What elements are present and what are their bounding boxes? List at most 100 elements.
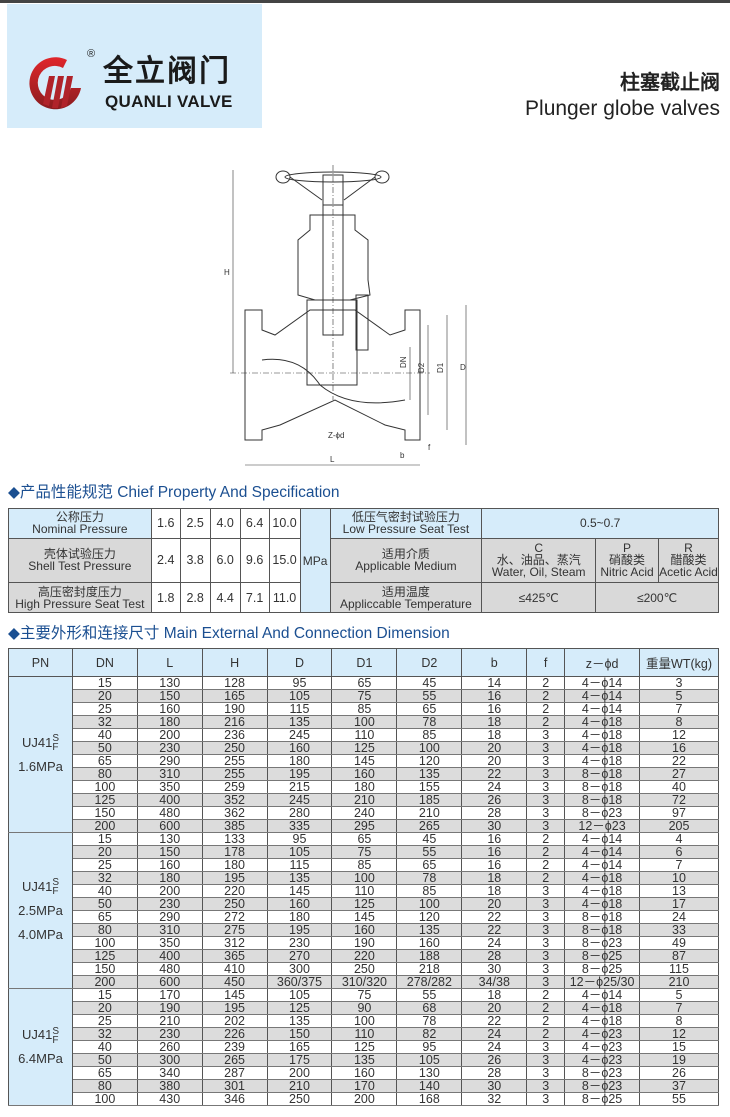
table-cell: 87 <box>639 949 719 963</box>
table-cell: 2 <box>526 715 566 729</box>
table-cell: 278/282 <box>396 975 463 989</box>
table-cell: 4－ϕ18 <box>564 754 641 768</box>
table-cell: 3 <box>526 1066 566 1080</box>
table-cell: 310 <box>136 767 203 781</box>
table-cell: 4－ϕ18 <box>564 1014 641 1028</box>
table-cell: 3 <box>526 819 566 833</box>
table-cell: 195 <box>266 923 333 937</box>
table-cell: 18 <box>461 884 528 898</box>
table-cell: 2 <box>526 676 566 690</box>
column-header: D <box>266 648 333 677</box>
table-cell: 4－ϕ14 <box>564 676 641 690</box>
table-cell: 3 <box>526 936 566 950</box>
table-cell: 2 <box>526 988 566 1002</box>
diamond-icon: ◆ <box>8 484 20 501</box>
registered-mark: ® <box>87 48 96 60</box>
table-cell: 7 <box>639 1001 719 1015</box>
table-cell: 340 <box>136 1066 203 1080</box>
table-cell: 17 <box>639 897 719 911</box>
column-header: b <box>461 648 528 677</box>
table-cell: 55 <box>396 689 463 703</box>
table-cell: 3 <box>526 910 566 924</box>
table-cell: 3 <box>526 1092 566 1106</box>
table-cell: 135 <box>396 923 463 937</box>
table-cell: 3 <box>526 1079 566 1093</box>
table-cell: 180 <box>136 715 203 729</box>
table-cell: 301 <box>201 1079 268 1093</box>
table-cell: 65 <box>71 1066 138 1080</box>
table-cell: 18 <box>461 988 528 1002</box>
table-cell: 22 <box>461 923 528 937</box>
table-cell: 8－ϕ23 <box>564 936 641 950</box>
table-cell: 150 <box>71 962 138 976</box>
table-cell: 18 <box>461 728 528 742</box>
table-cell: 150 <box>266 1027 333 1041</box>
table-cell: 110 <box>331 1027 398 1041</box>
table-cell: 49 <box>639 936 719 950</box>
table-cell: 115 <box>266 858 333 872</box>
table-cell: 110 <box>331 884 398 898</box>
quanli-logo-icon <box>29 57 81 110</box>
table-cell: 28 <box>461 806 528 820</box>
table-cell: 8－ϕ18 <box>564 923 641 937</box>
table-cell: 3 <box>526 767 566 781</box>
table-cell: 140 <box>396 1079 463 1093</box>
column-header: z－ϕd <box>564 648 641 677</box>
table-cell: 480 <box>136 962 203 976</box>
table-cell: 270 <box>266 949 333 963</box>
table-cell: 15 <box>71 988 138 1002</box>
table-cell: 65 <box>71 754 138 768</box>
table-cell: 350 <box>136 936 203 950</box>
table-cell: 4－ϕ18 <box>564 728 641 742</box>
table-cell: 78 <box>396 1014 463 1028</box>
table-cell: 7 <box>639 858 719 872</box>
table-cell: 85 <box>331 858 398 872</box>
spec-value: 2.4 <box>150 537 181 584</box>
table-cell: 105 <box>396 1053 463 1067</box>
table-cell: 16 <box>639 741 719 755</box>
table-cell: 55 <box>396 988 463 1002</box>
spec-value: 6.0 <box>209 537 241 584</box>
table-cell: 430 <box>136 1092 203 1106</box>
table-cell: 135 <box>266 1014 333 1028</box>
table-cell: 180 <box>201 858 268 872</box>
table-cell: 160 <box>136 702 203 716</box>
table-cell: 16 <box>461 858 528 872</box>
table-cell: 82 <box>396 1027 463 1041</box>
dim-label-l: L <box>330 455 335 464</box>
table-cell: 40 <box>639 780 719 794</box>
column-header: D2 <box>396 648 463 677</box>
table-cell: 165 <box>201 689 268 703</box>
table-cell: 150 <box>136 845 203 859</box>
table-cell: 290 <box>136 910 203 924</box>
table-cell: 2 <box>526 845 566 859</box>
table-cell: 3 <box>526 1040 566 1054</box>
table-cell: 80 <box>71 923 138 937</box>
table-cell: 100 <box>331 871 398 885</box>
table-cell: 216 <box>201 715 268 729</box>
table-cell: 3 <box>526 780 566 794</box>
table-cell: 8－ϕ25 <box>564 962 641 976</box>
table-cell: 3 <box>526 962 566 976</box>
table-cell: 75 <box>331 988 398 1002</box>
table-cell: 20 <box>71 845 138 859</box>
table-cell: 12 <box>639 1027 719 1041</box>
table-cell: 16 <box>461 689 528 703</box>
table-cell: 26 <box>639 1066 719 1080</box>
bonnet <box>297 214 371 301</box>
dim-label-zd: Z-ϕd <box>328 431 344 440</box>
